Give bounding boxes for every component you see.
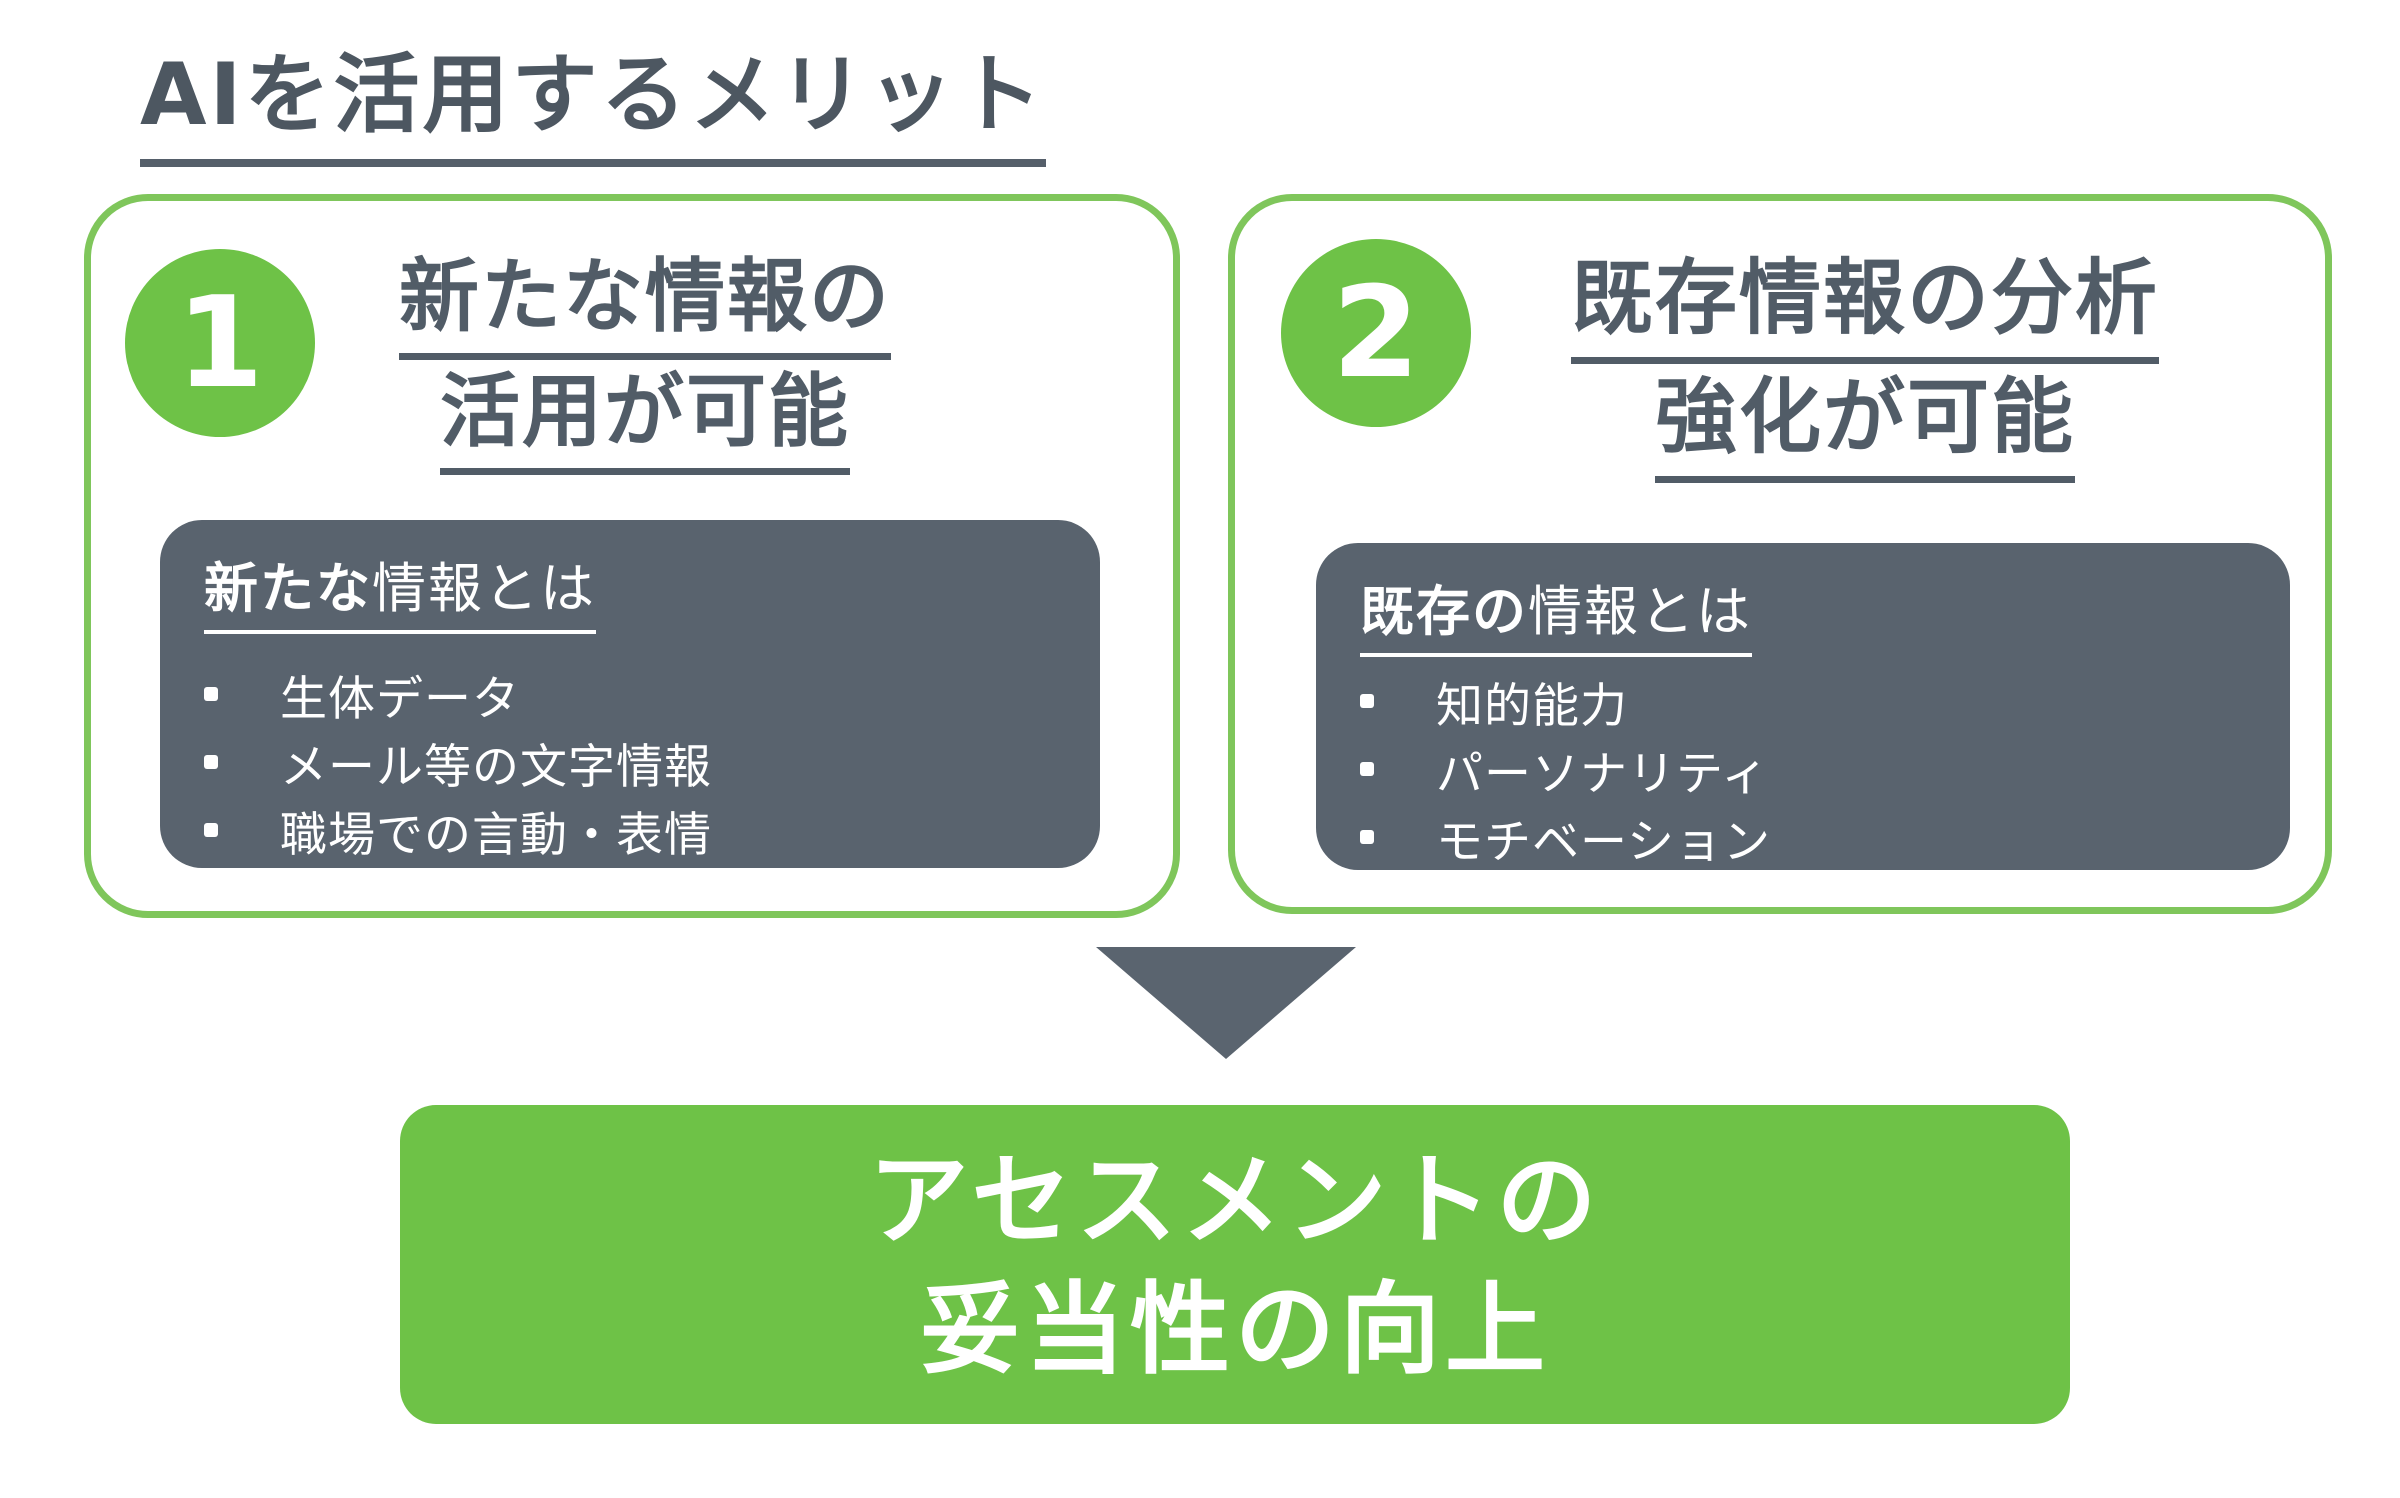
bullet-label: パーソナリティ [1436, 746, 1770, 802]
card-1-panel-title: 新たな情報とは [160, 520, 1100, 634]
step-2-number: 2 [1332, 259, 1420, 406]
card-1-heading: 新たな情報の 活用が可能 [195, 245, 1095, 475]
card-2-heading: 既存情報の分析 強化が可能 [1415, 245, 2315, 483]
card-1-panel-title-bold: 新たな [204, 557, 372, 620]
card-1-info-panel: 新たな情報とは 生体データ メール等の文字情報 職場での言動・表情 [160, 520, 1100, 868]
bullet-label: 知的能力 [1436, 678, 1628, 734]
bullet-dot-icon [1360, 694, 1374, 708]
card-2-panel-title: 既存の情報とは [1316, 543, 2290, 657]
bullet-item: メール等の文字情報 [204, 728, 712, 796]
bullet-item: モチベーション [1360, 803, 1771, 871]
card-1-panel-title-rest: 情報とは [372, 557, 596, 620]
conclusion-line-2: 妥当性の向上 [920, 1270, 1550, 1388]
page-title: AIを活用するメリット [140, 24, 1046, 167]
card-2-bullet-list: 知的能力 パーソナリティ モチベーション [1360, 667, 1771, 871]
bullet-dot-icon [204, 755, 218, 769]
bullet-dot-icon [204, 823, 218, 837]
card-1-heading-line-1: 新たな情報の [195, 245, 1095, 360]
bullet-item: パーソナリティ [1360, 735, 1771, 803]
card-2-heading-line-1: 既存情報の分析 [1415, 245, 2315, 364]
bullet-label: 職場での言動・表情 [280, 807, 712, 863]
conclusion-banner: アセスメントの 妥当性の向上 [400, 1105, 2070, 1424]
bullet-label: メール等の文字情報 [280, 739, 712, 795]
down-arrow-icon [1096, 947, 1356, 1059]
step-2-badge: 2 [1281, 239, 1471, 427]
step-1-number: 1 [176, 269, 264, 416]
step-1-badge: 1 [125, 249, 315, 437]
bullet-dot-icon [204, 687, 218, 701]
card-2-panel-title-rest: 情報とは [1528, 580, 1752, 643]
card-2-info-panel: 既存の情報とは 知的能力 パーソナリティ モチベーション [1316, 543, 2290, 870]
card-2-panel-title-bold: 既存の [1360, 580, 1528, 643]
benefit-card-2: 2 既存情報の分析 強化が可能 既存の情報とは 知的能力 パーソナリティ [1228, 194, 2332, 914]
bullet-item: 生体データ [204, 660, 712, 728]
card-1-bullet-list: 生体データ メール等の文字情報 職場での言動・表情 [204, 660, 712, 864]
conclusion-line-1: アセスメントの [868, 1141, 1602, 1259]
card-1-heading-line-2: 活用が可能 [195, 360, 1095, 475]
bullet-label: 生体データ [280, 671, 520, 727]
page-title-text: AIを活用するメリット [140, 24, 1046, 167]
card-2-heading-line-2: 強化が可能 [1415, 364, 2315, 483]
bullet-item: 知的能力 [1360, 667, 1771, 735]
bullet-item: 職場での言動・表情 [204, 796, 712, 864]
bullet-dot-icon [1360, 762, 1374, 776]
bullet-label: モチベーション [1436, 814, 1772, 870]
bullet-dot-icon [1360, 830, 1374, 844]
benefit-card-1: 1 新たな情報の 活用が可能 新たな情報とは 生体データ メール等の文字情報 [84, 194, 1180, 918]
